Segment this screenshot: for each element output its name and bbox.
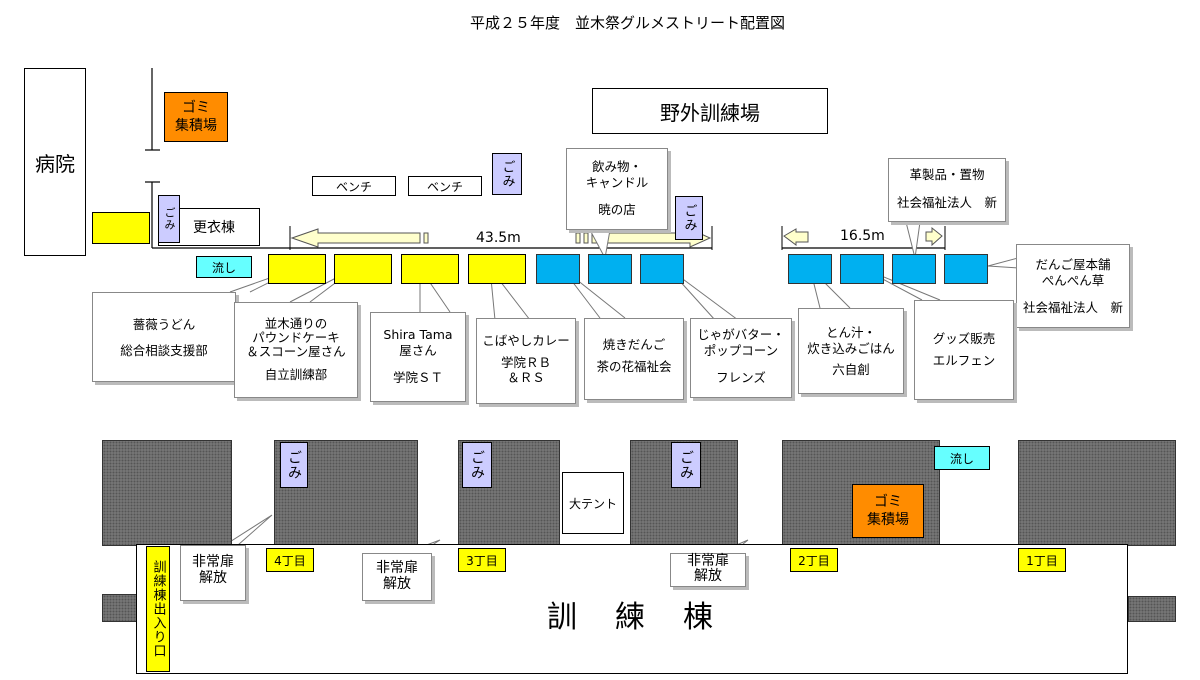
label-drinks-candles: 飲み物・ キャンドル 暁の店 [566,148,668,230]
building-stub-left [102,594,140,622]
stall-9 [840,254,884,284]
big-tent: 大テント [562,472,624,534]
page-title: 平成２５年度 並木祭グルメストリート配置図 [470,14,786,32]
label-jaga-butter: じゃがバター・ ポップコーン フレンズ [690,318,792,398]
label-yaki-dango: 焼きだんご 茶の花福祉会 [584,318,684,400]
field-label: 野外訓練場 [660,100,760,125]
stall-5 [536,254,580,284]
stall-7 [640,254,684,284]
bench-2: ベンチ [408,176,482,196]
garbage-top-line1: ゴミ [182,99,210,116]
emergency-door-2: 非常扉 解放 [362,553,432,601]
building-block-a [102,440,232,546]
trash-street: ごみ [675,196,703,240]
emergency-door-1: 非常扉 解放 [180,545,246,601]
emergency-door-3: 非常扉 解放 [670,553,746,587]
trash-block-d: ごみ [671,442,701,488]
block-label-2: 2丁目 [790,548,838,572]
stall-4 [468,254,526,284]
label-pound-cake: 並木通りの パウンドケーキ ＆スコーン屋さん 自立訓練部 [234,302,358,398]
label-rose-udon: 薔薇うどん 総合相談支援部 [92,292,236,382]
training-building-label: 訓 練 棟 [547,600,717,635]
outdoor-training-field: 野外訓練場 [592,88,828,134]
garbage-collection-top: ゴミ 集積場 [164,92,228,142]
distance-long: 43.5m [476,230,521,246]
bench-1: ベンチ [312,176,396,196]
label-goods-sale: グッズ販売 エルフェン [914,300,1014,400]
block-label-1: 1丁目 [1018,548,1066,572]
trash-changing: ごみ [158,195,180,243]
block-label-3: 3丁目 [458,548,506,572]
garbage-top-line2: 集積場 [175,118,217,134]
sink-top: 流し [196,256,252,278]
hospital-label: 病院 [35,151,75,176]
label-leather-goods: 革製品・置物 社会福祉法人 新 [888,158,1006,222]
building-block-f [1018,440,1176,546]
stall-3 [401,254,459,284]
trash-block-c: ごみ [462,442,492,488]
stall-1 [268,254,326,284]
block-label-4: 4丁目 [266,548,314,572]
small-yellow-box [92,212,150,244]
stall-6 [588,254,632,284]
trash-block-b: ごみ [280,442,308,488]
label-kobayashi-curry: こばやしカレー 学院ＲＢ ＆ＲＳ [476,318,576,404]
label-shira-tama: Shira Tama 屋さん 学院ＳＴ [370,312,466,402]
stall-10 [892,254,936,284]
training-building-entrance: 訓練棟出入り口 [146,546,170,672]
stall-11 [944,254,988,284]
hospital-building: 病院 [24,68,86,256]
garbage-collection-bottom: ゴミ 集積場 [852,484,924,538]
stall-2 [334,254,392,284]
sink-bottom: 流し [934,446,990,470]
building-stub-right [1128,596,1176,622]
stall-8 [788,254,832,284]
changing-room-label: 更衣棟 [193,220,235,236]
label-tonjiru: とん汁・ 炊き込みごはん 六自創 [798,308,904,394]
distance-short: 16.5m [840,228,885,244]
trash-field: ごみ [492,153,522,195]
label-dango-shop: だんご屋本舗 ぺんぺん草 社会福祉法人 新 [1016,244,1130,328]
